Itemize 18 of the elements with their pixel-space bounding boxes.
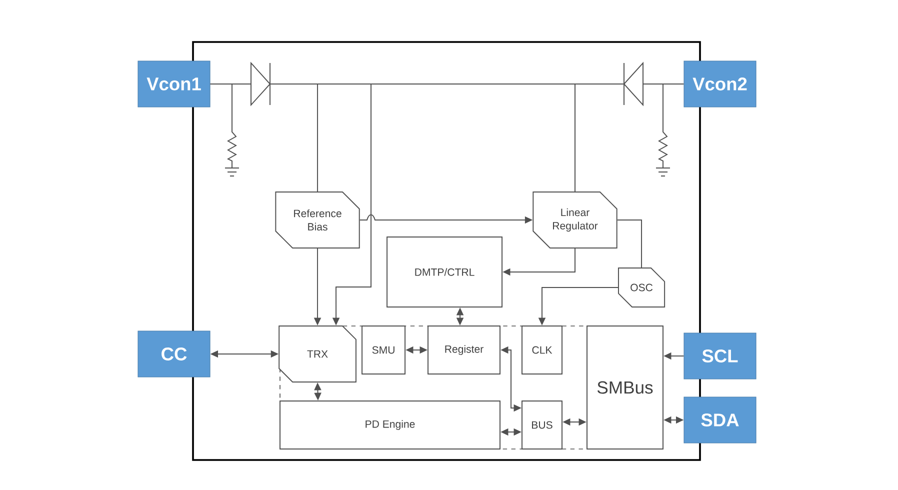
block-box: CLK — [522, 326, 562, 374]
block-box: Register — [428, 326, 500, 374]
pin-box: Vcon1 — [138, 60, 210, 108]
block-box: TRX — [278, 326, 356, 382]
connector-line — [616, 220, 642, 268]
block-box: SMBus — [586, 326, 664, 450]
pin-box: CC — [138, 330, 210, 378]
pin-box: SDA — [684, 396, 756, 444]
pin-box: SCL — [684, 332, 756, 380]
block-box: Linear Regulator — [532, 192, 618, 248]
block-box: OSC — [618, 268, 666, 308]
connector-line — [574, 84, 684, 192]
block-box: BUS — [522, 400, 562, 450]
block-box: Reference Bias — [275, 192, 360, 248]
block-box: DMTP/CTRL — [386, 236, 503, 308]
block-box: PD Engine — [280, 400, 500, 450]
block-box: SMU — [362, 326, 406, 374]
pin-box: Vcon2 — [684, 60, 756, 108]
